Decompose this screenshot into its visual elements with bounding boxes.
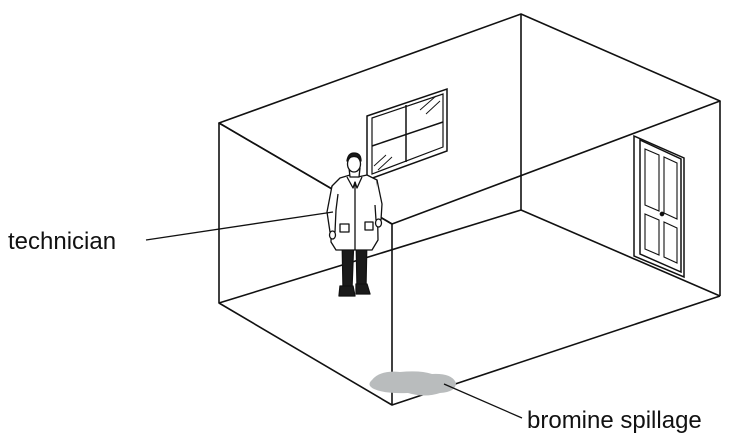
floor-right-edge <box>520 209 721 297</box>
technician-label: technician <box>8 228 117 255</box>
bromine-puddle <box>369 371 456 396</box>
window <box>366 87 448 182</box>
door <box>633 134 685 279</box>
spillage-leader-line <box>443 383 523 419</box>
technician-figure <box>326 152 383 297</box>
technician-leader-line <box>145 211 334 241</box>
floor-back-edge <box>218 209 522 304</box>
bromine-spillage-label: bromine spillage <box>527 407 702 434</box>
